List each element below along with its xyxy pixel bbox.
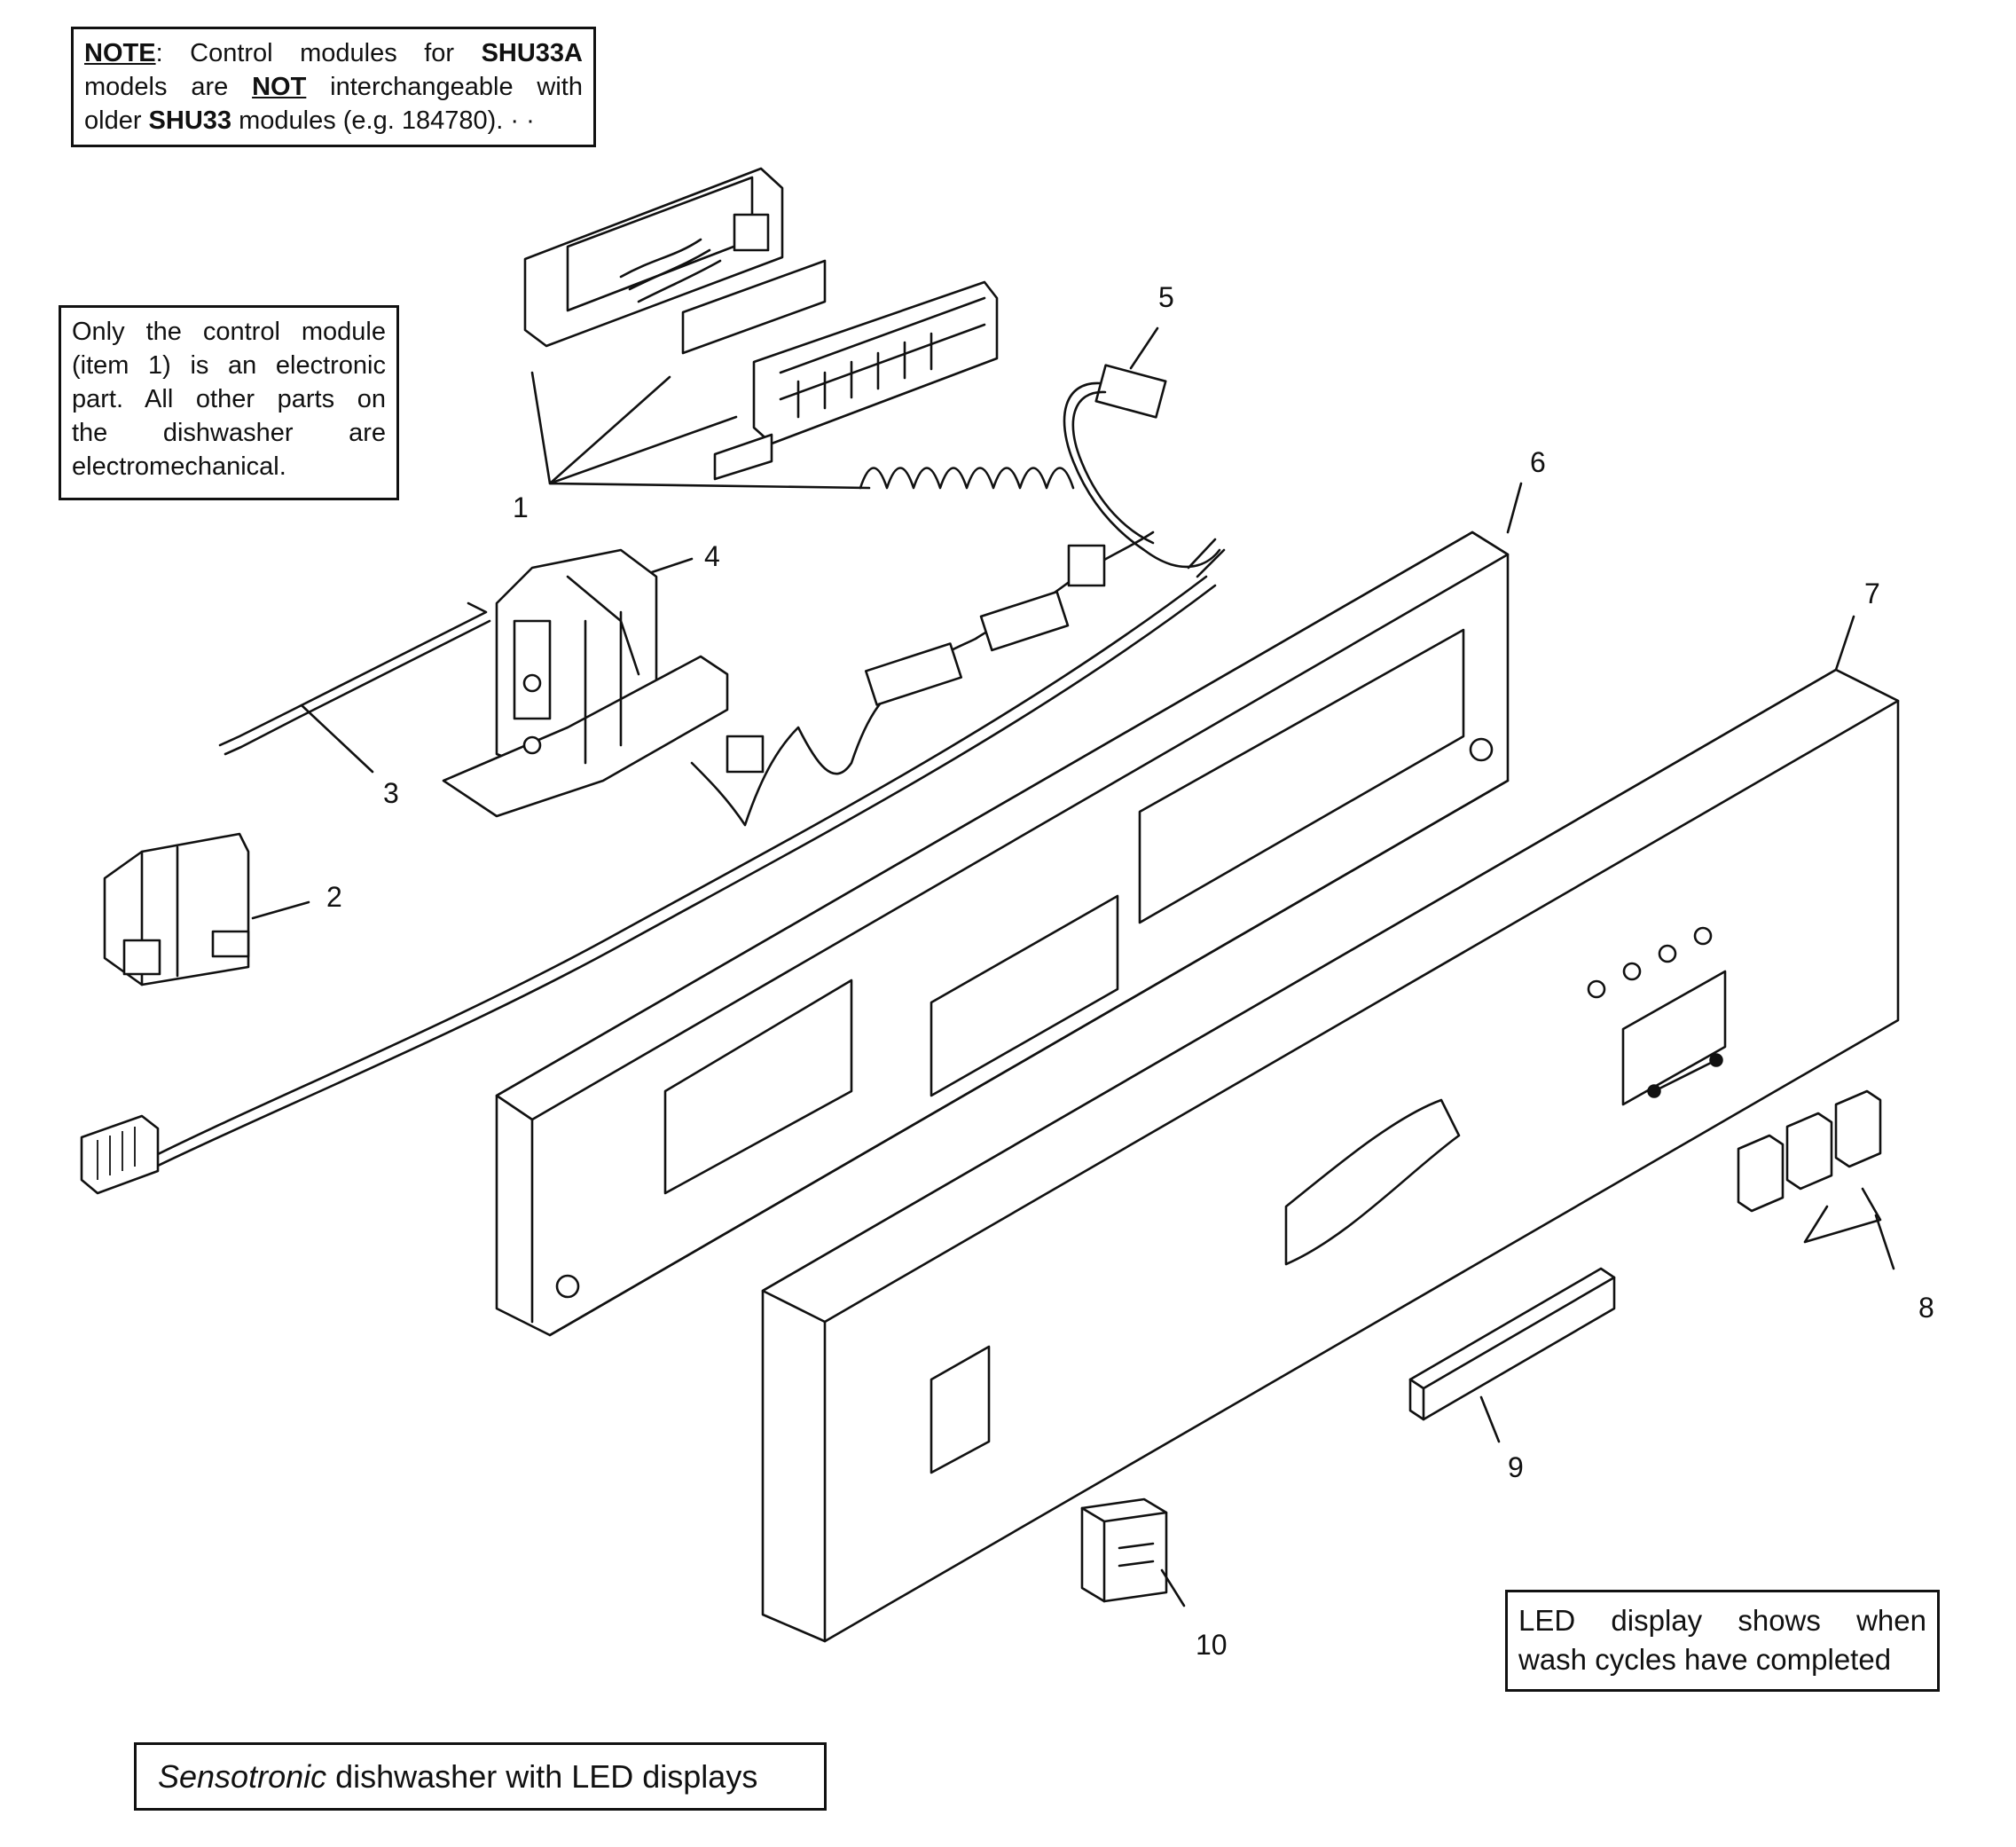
callout-9: 9 — [1508, 1451, 1524, 1483]
callout-10: 10 — [1196, 1629, 1228, 1661]
wire-harness-icon — [80, 575, 1217, 1195]
control-module-icon — [523, 167, 1075, 490]
fascia-panel-icon — [761, 668, 1900, 1643]
door-switch-icon — [103, 832, 250, 986]
callout-7: 7 — [1864, 578, 1880, 609]
note-box: NOTE: Control modules for SHU33A models … — [71, 27, 596, 147]
callout-1: 1 — [513, 491, 529, 523]
electronic-part-note: Only the control module (item 1) is an e… — [59, 305, 399, 500]
connector-icon — [1063, 364, 1226, 578]
callout-4: 4 — [704, 540, 720, 572]
callout-5: 5 — [1158, 281, 1174, 313]
callout-labels: 1 2 3 4 5 6 7 8 9 10 — [326, 281, 1934, 1661]
handle-strip-icon — [1408, 1267, 1616, 1421]
callout-8: 8 — [1918, 1292, 1934, 1324]
knob-icon — [1080, 1497, 1168, 1603]
note-label: NOTE — [84, 39, 156, 67]
diagram-caption: Sensotronic dishwasher with LED displays — [134, 1742, 827, 1811]
callout-3: 3 — [383, 777, 399, 809]
button-set-icon — [1737, 1089, 1882, 1244]
callout-2: 2 — [326, 881, 342, 913]
callout-leader-lines — [251, 326, 1895, 1607]
callout-6: 6 — [1530, 446, 1546, 478]
latch-icon — [442, 548, 729, 818]
rod-icon — [218, 601, 491, 756]
led-display-note: LED display shows when wash cycles have … — [1505, 1590, 1940, 1692]
control-panel-frame-icon — [495, 531, 1510, 1337]
